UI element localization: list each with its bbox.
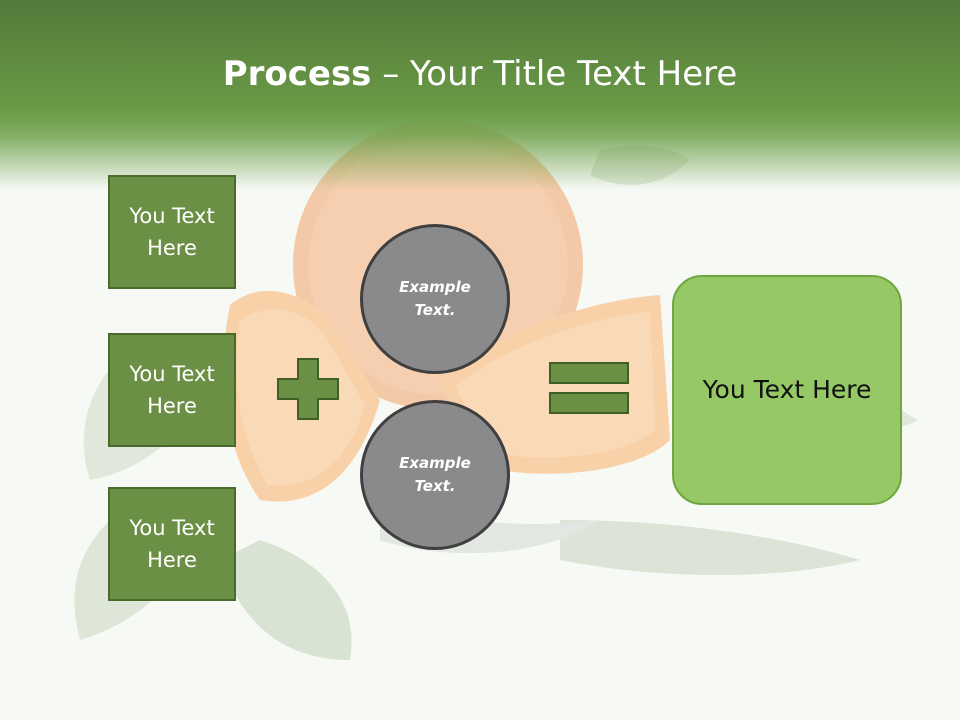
text-box-1-label: You Text Here <box>129 204 215 260</box>
text-box-2[interactable]: You Text Here <box>108 333 236 447</box>
title-rest: – Your Title Text Here <box>371 54 738 94</box>
text-box-1[interactable]: You Text Here <box>108 175 236 289</box>
example-circle-1-label: Example Text. <box>399 278 471 319</box>
equals-icon <box>549 362 629 414</box>
result-box[interactable]: You Text Here <box>672 275 902 505</box>
title-bold: Process <box>222 54 372 94</box>
header-band <box>0 0 960 190</box>
text-box-3[interactable]: You Text Here <box>108 487 236 601</box>
example-circle-1[interactable]: Example Text. <box>360 224 510 374</box>
text-box-3-label: You Text Here <box>129 516 215 572</box>
example-circle-2-label: Example Text. <box>399 454 471 495</box>
text-box-2-label: You Text Here <box>129 362 215 418</box>
plus-icon <box>277 358 339 420</box>
example-circle-2[interactable]: Example Text. <box>360 400 510 550</box>
result-box-label: You Text Here <box>702 375 872 404</box>
slide-title[interactable]: Process – Your Title Text Here <box>0 52 960 96</box>
